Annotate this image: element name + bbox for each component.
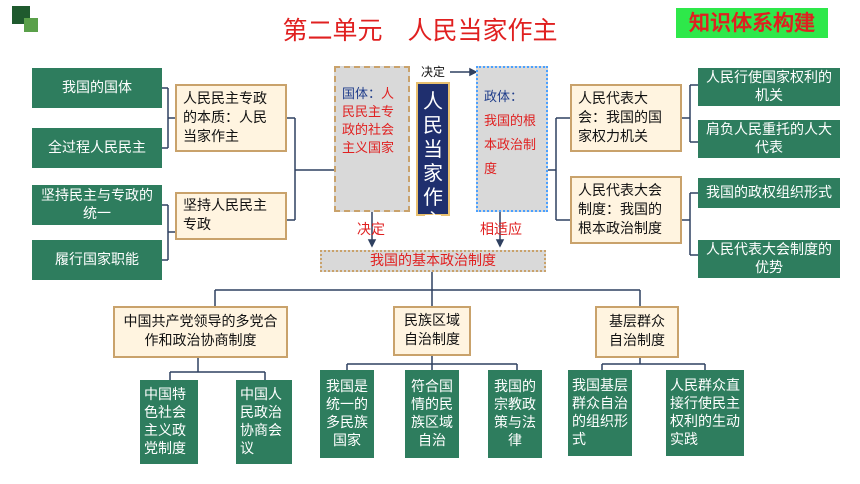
basic-system-box: 我国的基本政治制度 — [320, 250, 546, 272]
guoti-box: 国体：人民民主专政的社会主义国家 — [334, 66, 410, 212]
leaf-cppcc: 中国人民政治协商会议 — [236, 380, 292, 464]
guoti-text: 人民民主专政的社会主义国家 — [342, 87, 395, 156]
leaf-grassroots-form: 我国基层群众自治的组织形式 — [568, 370, 632, 456]
group-multiparty: 中国共产党领导的多党合作和政治协商制度 — [113, 306, 288, 358]
leaf-direct-democracy: 人民群众直接行使民主权利的生动实践 — [666, 370, 744, 456]
zhengti-label: 政体： — [484, 90, 524, 105]
right-box-2: 肩负人民重托的人大代表 — [698, 120, 840, 158]
right-box-4: 人民代表大会制度的优势 — [698, 240, 840, 278]
section-badge: 知识体系构建 — [676, 8, 828, 38]
arrow-right-label: 相适应 — [480, 222, 522, 238]
arrow-left-label: 决定 — [357, 222, 385, 238]
right-box-3: 我国的政权组织形式 — [698, 178, 840, 208]
leaf-party-system: 中国特色社会主义政党制度 — [140, 380, 198, 464]
leaf-religion: 我国的宗教政策与法律 — [488, 370, 542, 458]
zhengti-text: 我国的根本政治制度 — [484, 114, 537, 177]
left-box-4: 履行国家职能 — [32, 240, 162, 280]
group-ethnic-autonomy: 民族区域自治制度 — [393, 306, 471, 356]
right-mid-box-1: 人民代表大会：我国的国家权力机关 — [570, 84, 682, 152]
right-mid-box-2: 人民代表大会制度：我国的根本政治制度 — [570, 176, 682, 244]
left-mid-box-2: 坚持人民民主专政 — [175, 192, 287, 240]
logo-square-light — [24, 18, 38, 32]
leaf-multi-ethnic: 我国是统一的多民族国家 — [320, 370, 374, 458]
guoti-label: 国体： — [342, 87, 382, 102]
arrow-top-label: 决定 — [420, 65, 445, 79]
left-box-2: 全过程人民民主 — [32, 128, 162, 168]
leaf-regional-autonomy: 符合国情的民族区域自治 — [405, 370, 459, 458]
right-box-1: 人民行使国家权利的机关 — [698, 68, 840, 106]
left-mid-box-1: 人民民主专政的本质：人民当家作主 — [175, 84, 287, 152]
zhengti-box: 政体： 我国的根本政治制度 — [476, 66, 548, 212]
left-box-3: 坚持民主与专政的统一 — [32, 185, 162, 225]
page-title: 第二单元 人民当家作主 — [282, 16, 558, 45]
core-box: 人民当家作主 — [416, 82, 450, 233]
group-grassroots: 基层群众自治制度 — [595, 306, 679, 358]
left-box-1: 我国的国体 — [32, 68, 162, 108]
core-text: 人民当家作主 — [423, 89, 443, 233]
